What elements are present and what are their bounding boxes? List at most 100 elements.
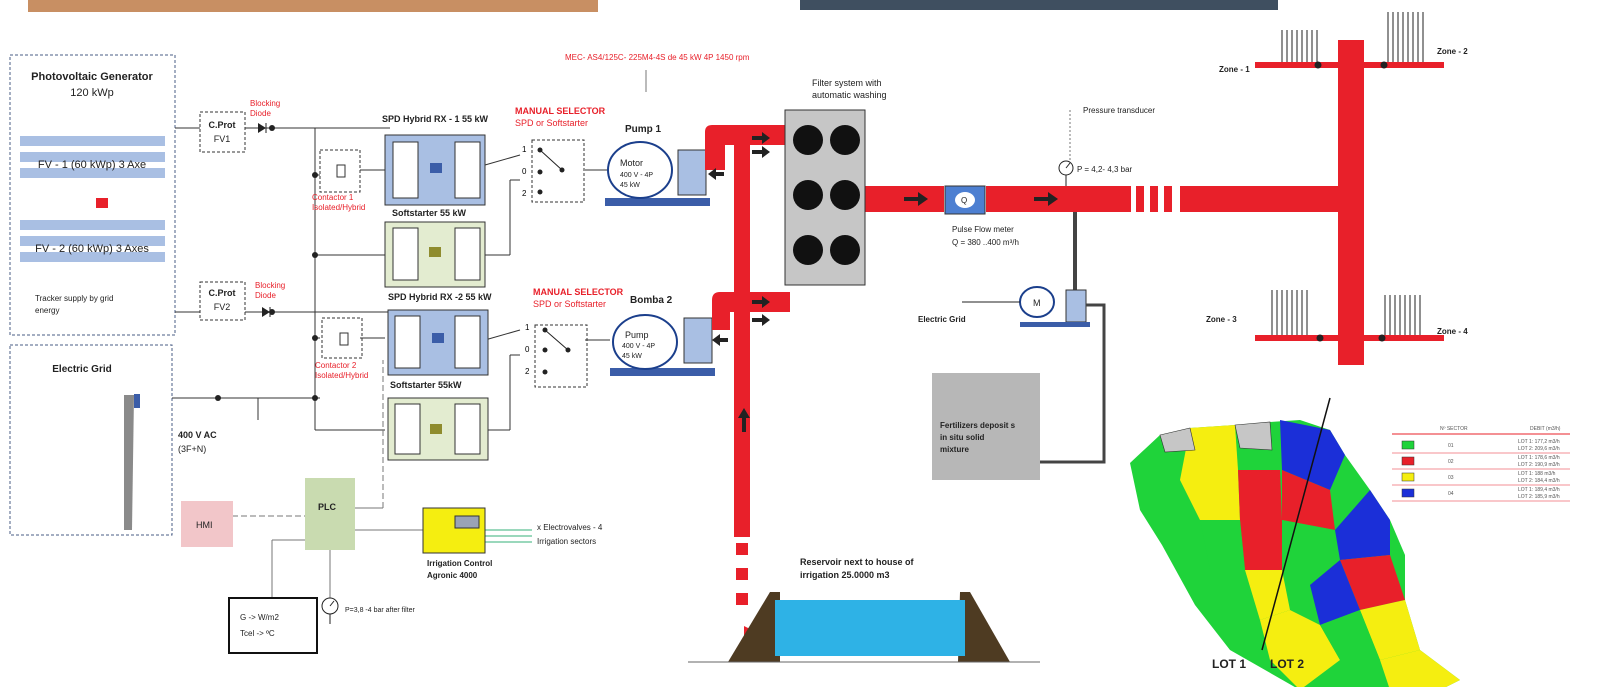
- pump-2: Bomba 2 Pump 400 V - 4P 45 kW: [610, 295, 715, 376]
- irrigation-zones: Zone - 1 Zone - 2 Zone - 3 Zone - 4: [1206, 12, 1468, 342]
- sector-table: Nº SECTOR DEBIT (m3/h) 01 LOT 1: 177,2 m3…: [1392, 426, 1570, 502]
- sector-cell: 01: [1448, 443, 1454, 449]
- sector-cell: LOT 1: 177,2 m3/h: [1518, 439, 1560, 445]
- svg-text:1: 1: [525, 323, 530, 332]
- sector-cell: LOT 1: 189,4 m3/h: [1518, 487, 1560, 493]
- svg-text:Q = 380 ..400 m³/h: Q = 380 ..400 m³/h: [952, 238, 1019, 247]
- blocking-diode-2: Blocking Diode: [255, 281, 285, 317]
- svg-text:mixture: mixture: [940, 445, 969, 454]
- svg-text:FV2: FV2: [214, 302, 231, 312]
- svg-text:Pulse Flow meter: Pulse Flow meter: [952, 225, 1014, 234]
- lot1-label: LOT 1: [1212, 657, 1246, 671]
- pressure-gauge-filter: P=3,8 -4 bar after filter: [321, 597, 416, 624]
- motor-spec: MEC- AS4/125C- 225M4-4S de 45 kW 4P 1450…: [565, 53, 750, 62]
- svg-text:FV1: FV1: [214, 134, 231, 144]
- svg-text:1: 1: [522, 145, 527, 154]
- svg-text:Blocking: Blocking: [255, 281, 285, 290]
- cprot-fv1: C.Prot FV1: [199, 111, 246, 153]
- grid-phase: (3F+N): [178, 444, 206, 454]
- svg-text:45 kW: 45 kW: [622, 353, 642, 360]
- sector-swatch: [1401, 488, 1415, 498]
- svg-text:DEBIT (m3/h): DEBIT (m3/h): [1530, 426, 1561, 432]
- svg-text:0: 0: [525, 345, 530, 354]
- svg-text:Blocking: Blocking: [250, 99, 280, 108]
- svg-text:2: 2: [525, 367, 530, 376]
- svg-text:Tcel -> ºC: Tcel -> ºC: [240, 629, 275, 638]
- svg-text:Zone - 3: Zone - 3: [1206, 315, 1237, 324]
- svg-text:G -> W/m2: G -> W/m2: [240, 613, 279, 622]
- flowmeter: Q Pulse Flow meter Q = 380 ..400 m³/h: [944, 185, 1019, 247]
- pump-1: Pump 1 Motor 400 V - 4P 45 kW: [605, 124, 710, 206]
- svg-text:Bomba 2: Bomba 2: [630, 295, 673, 306]
- electrovalves-2: Irrigation sectors: [537, 537, 596, 546]
- hmi-label: HMI: [196, 520, 213, 530]
- svg-text:automatic washing: automatic washing: [812, 90, 887, 100]
- plc-label: PLC: [318, 502, 337, 512]
- svg-text:Zone - 1: Zone - 1: [1219, 65, 1250, 74]
- svg-text:Isolated/Hybrid: Isolated/Hybrid: [315, 371, 368, 380]
- sector-cell: LOT 2: 190,9 m3/h: [1518, 462, 1560, 468]
- pressure-transducer: Pressure transducer P = 4,2- 4,3 bar: [1058, 106, 1155, 186]
- hmi-box: [181, 501, 233, 547]
- pv-generator: Photovoltaic Generator 120 kWp FV - 1 (6…: [9, 54, 176, 336]
- svg-text:Isolated/Hybrid: Isolated/Hybrid: [312, 203, 365, 212]
- svg-text:C.Prot: C.Prot: [209, 120, 236, 130]
- svg-text:irrigation 25.0000 m3: irrigation 25.0000 m3: [800, 570, 890, 580]
- svg-text:in situ solid: in situ solid: [940, 433, 985, 442]
- lot-map: LOT 1 LOT 2: [1130, 397, 1460, 687]
- svg-text:Softstarter 55 kW: Softstarter 55 kW: [392, 208, 467, 218]
- svg-text:Q: Q: [961, 196, 967, 205]
- svg-text:Contactor 2: Contactor 2: [315, 361, 357, 370]
- control-wiring: [232, 360, 532, 598]
- fv1-label: FV - 1 (60 kWp) 3 Axe: [38, 159, 146, 171]
- svg-text:P = 4,2- 4,3 bar: P = 4,2- 4,3 bar: [1077, 165, 1133, 174]
- electrovalves-1: x Electrovalves - 4: [537, 523, 603, 532]
- filter-system: Filter system with automatic washing: [784, 78, 887, 286]
- svg-text:SPD or Softstarter: SPD or Softstarter: [533, 299, 606, 309]
- svg-text:Agronic 4000: Agronic 4000: [427, 571, 478, 580]
- svg-text:C.Prot: C.Prot: [209, 288, 236, 298]
- svg-text:Softstarter 55kW: Softstarter 55kW: [390, 380, 462, 390]
- svg-text:0: 0: [522, 167, 527, 176]
- svg-text:Electric Grid: Electric Grid: [918, 315, 966, 324]
- irrigation-controller: Irrigation Control Agronic 4000: [422, 507, 492, 580]
- red-pipes: [705, 40, 1444, 646]
- tracker-label-2: energy: [35, 306, 59, 315]
- svg-text:Pump 1: Pump 1: [625, 124, 662, 135]
- svg-text:Zone - 2: Zone - 2: [1437, 47, 1468, 56]
- sector-cell: 03: [1448, 475, 1454, 481]
- electric-grid-left: Electric Grid 400 V AC (3F+N): [9, 344, 217, 536]
- svg-text:MANUAL SELECTOR: MANUAL SELECTOR: [533, 287, 624, 297]
- svg-text:Motor: Motor: [620, 158, 643, 168]
- svg-text:Zone - 4: Zone - 4: [1437, 327, 1468, 336]
- svg-text:SPD Hybrid RX -2 55 kW: SPD Hybrid RX -2 55 kW: [388, 292, 492, 302]
- sector-cell: 02: [1448, 459, 1454, 465]
- sector-cell: 04: [1448, 491, 1454, 497]
- svg-text:400 V - 4P: 400 V - 4P: [622, 343, 655, 350]
- plc-box: [305, 478, 355, 550]
- svg-text:Filter system with: Filter system with: [812, 78, 882, 88]
- top-photo-left: [28, 0, 598, 12]
- spd-hybrid-1: SPD Hybrid RX - 1 55 kW Softstarter 55 k…: [382, 114, 489, 288]
- sector-cell: LOT 2: 184,4 m3/h: [1518, 478, 1560, 484]
- pv-title-1: Photovoltaic Generator: [31, 71, 153, 83]
- manual-selector-1: MANUAL SELECTOR SPD or Softstarter 1 0 2: [515, 106, 606, 203]
- svg-text:Reservoir next to house of: Reservoir next to house of: [800, 557, 915, 567]
- svg-text:Nº SECTOR: Nº SECTOR: [1440, 426, 1468, 432]
- svg-text:Fertilizers deposit s: Fertilizers deposit s: [940, 421, 1016, 430]
- svg-text:Pump: Pump: [625, 330, 649, 340]
- spd-hybrid-2: SPD Hybrid RX -2 55 kW Softstarter 55kW: [387, 292, 492, 461]
- pv-title-2: 120 kWp: [70, 87, 113, 99]
- sensor-box: G -> W/m2 Tcel -> ºC: [228, 597, 318, 654]
- sector-cell: LOT 1: 188 m3/h: [1518, 471, 1556, 477]
- svg-text:45 kW: 45 kW: [620, 182, 640, 189]
- fv2-label: FV - 2 (60 kWp) 3 Axes: [35, 243, 149, 255]
- flow-arrows: [708, 132, 1058, 432]
- manual-selector-2: MANUAL SELECTOR SPD or Softstarter 1 0 2: [525, 287, 624, 388]
- tracker-red-block: [96, 198, 108, 208]
- contactor-2: Contactor 2 Isolated/Hybrid: [315, 317, 368, 380]
- sector-swatch: [1401, 472, 1415, 482]
- svg-text:MANUAL SELECTOR: MANUAL SELECTOR: [515, 106, 606, 116]
- sector-cell: LOT 2: 185,9 m3/h: [1518, 494, 1560, 500]
- svg-text:Diode: Diode: [255, 291, 276, 300]
